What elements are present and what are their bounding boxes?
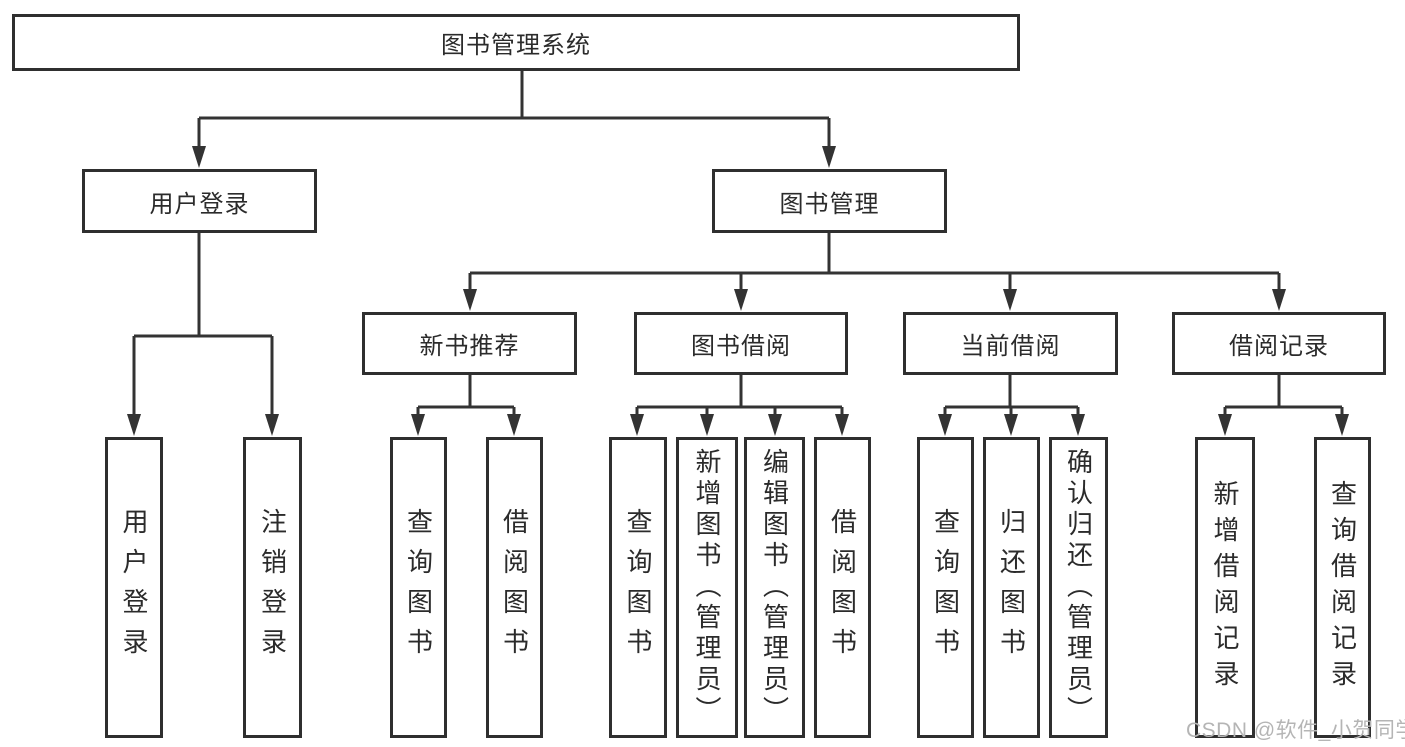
leaf-add-borrow-record: 新增借阅记录 <box>1195 437 1255 738</box>
leaf-edit-book-admin: 编辑图书（管理员） <box>744 437 805 738</box>
leaf-query-borrow-record-label: 查询借阅记录 <box>1327 479 1358 696</box>
node-book-borrowing-label: 图书借阅 <box>691 333 791 360</box>
node-user-login-label: 用户登录 <box>149 190 250 218</box>
node-book-management: 图书管理 <box>712 169 947 233</box>
node-borrowing-records: 借阅记录 <box>1172 312 1386 375</box>
node-book-borrowing: 图书借阅 <box>634 312 848 375</box>
node-root-system: 图书管理系统 <box>12 14 1020 71</box>
leaf-user-login: 用户登录 <box>105 437 163 738</box>
leaf-borrow-books: 借阅图书 <box>814 437 871 738</box>
node-borrowing-records-label: 借阅记录 <box>1229 333 1329 360</box>
arrowheads <box>127 146 1349 436</box>
leaf-query-books: 查询图书 <box>917 437 974 738</box>
node-book-management-label: 图书管理 <box>779 190 880 218</box>
node-root-label: 图书管理系统 <box>441 32 591 59</box>
leaf-query-books: 查询图书 <box>609 437 667 738</box>
leaf-logout: 注销登录 <box>243 437 302 738</box>
leaf-borrow-books-label: 借阅图书 <box>499 507 530 668</box>
leaf-confirm-return-admin: 确认归还（管理员） <box>1049 437 1108 738</box>
leaf-return-books: 归还图书 <box>983 437 1040 738</box>
leaf-query-books: 查询图书 <box>390 437 447 738</box>
leaf-borrow-books-label: 借阅图书 <box>827 507 858 668</box>
leaf-borrow-books: 借阅图书 <box>486 437 543 738</box>
leaf-confirm-return-admin-label: 确认归还（管理员） <box>1063 448 1094 727</box>
node-current-borrowing: 当前借阅 <box>903 312 1118 375</box>
leaf-logout-label: 注销登录 <box>257 507 288 668</box>
csdn-watermark: CSDN @软件_小贺同学 <box>1186 719 1405 742</box>
leaf-add-book-admin: 新增图书（管理员） <box>676 437 738 738</box>
leaf-edit-book-admin-label: 编辑图书（管理员） <box>759 448 790 727</box>
leaf-query-borrow-record: 查询借阅记录 <box>1314 437 1371 738</box>
node-new-book-recommendation: 新书推荐 <box>362 312 577 375</box>
node-user-login: 用户登录 <box>82 169 317 233</box>
leaf-user-login-label: 用户登录 <box>119 507 149 668</box>
leaf-return-books-label: 归还图书 <box>996 507 1027 668</box>
leaf-query-books-label: 查询图书 <box>623 507 653 668</box>
leaf-query-books-label: 查询图书 <box>403 507 434 668</box>
node-new-book-recommendation-label: 新书推荐 <box>419 333 520 360</box>
leaf-add-book-admin-label: 新增图书（管理员） <box>692 448 722 727</box>
leaf-query-books-label: 查询图书 <box>930 507 961 668</box>
leaf-add-borrow-record-label: 新增借阅记录 <box>1210 479 1240 696</box>
node-current-borrowing-label: 当前借阅 <box>960 333 1061 360</box>
